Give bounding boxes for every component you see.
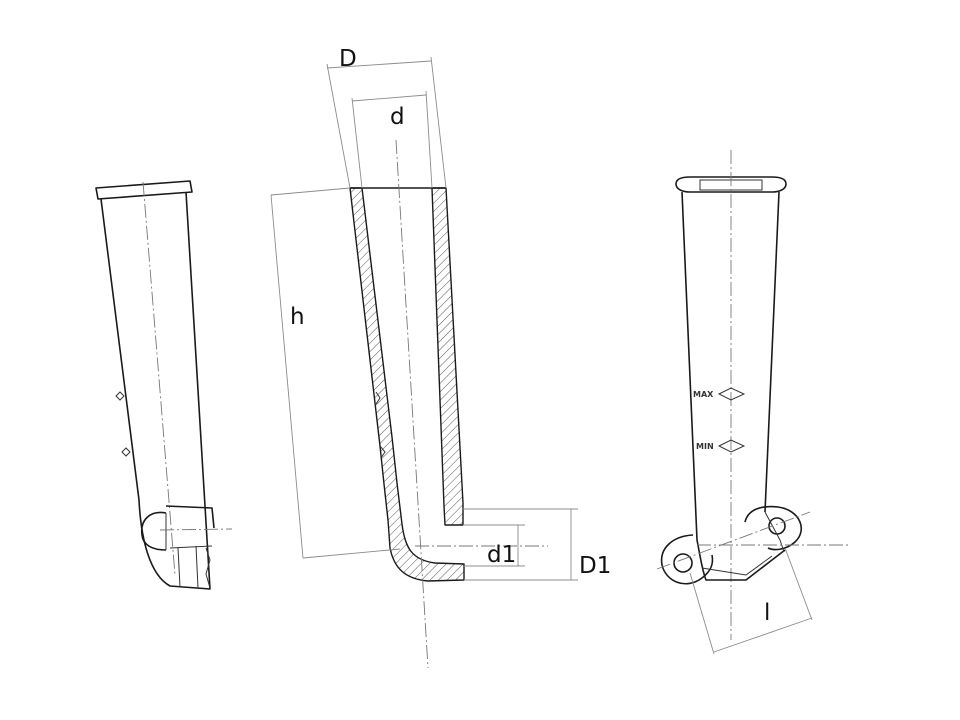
label-d1: d1 [487, 542, 516, 568]
max-mark: MAX [693, 390, 714, 399]
label-D1: D1 [579, 553, 611, 579]
dimension-labels: D d h d1 D1 l [290, 46, 770, 626]
label-d: d [390, 104, 405, 130]
min-mark: MIN [696, 442, 714, 451]
label-D: D [339, 46, 357, 72]
section-view [349, 139, 548, 669]
label-l: l [764, 600, 770, 626]
side-view [95, 180, 233, 590]
front-view: MAX MIN [656, 150, 850, 655]
section-dimensions [270, 56, 578, 581]
label-h: h [290, 304, 305, 330]
